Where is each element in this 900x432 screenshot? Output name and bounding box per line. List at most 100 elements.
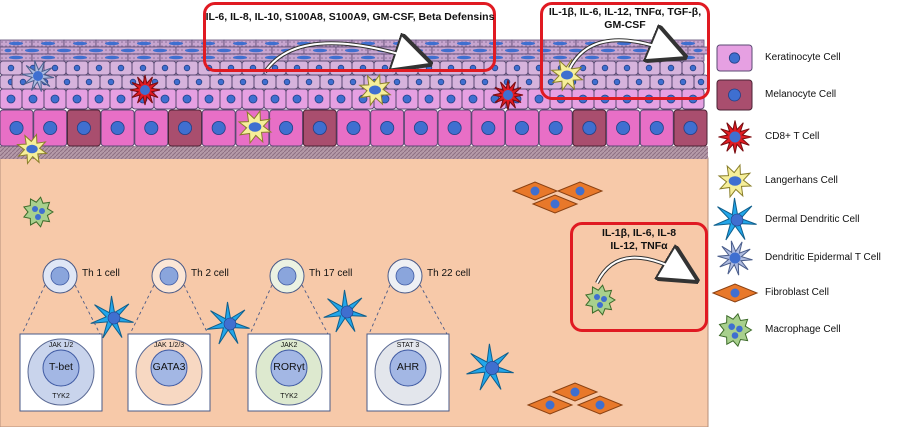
corneocyte: [0, 46, 17, 55]
transcription-factor-label: GATA3: [152, 361, 186, 373]
t-cell-1: [19, 258, 103, 412]
granular-keratinocyte: [473, 74, 497, 90]
basal-keratinocyte: [471, 109, 506, 147]
spinous-keratinocyte: [307, 88, 331, 110]
corneocyte: [63, 39, 97, 48]
legend-label: Keratinocyte Cell: [765, 52, 841, 63]
corneocyte: [47, 46, 81, 55]
dermal-dendritic-cell: [206, 301, 250, 345]
t-cell-2: [127, 258, 211, 412]
cytokine-arrow-langerhans-fill: [569, 39, 681, 69]
spinous-keratinocyte: [21, 88, 45, 110]
granular-keratinocyte: [165, 74, 189, 90]
fibroblast-icon: [711, 283, 759, 303]
callout-epidermis-cytokines: [203, 2, 496, 72]
granular-keratinocyte: [505, 60, 529, 76]
dermal-dendritic-cell-icon: [713, 197, 757, 241]
t-cell-label: Th 17 cell: [309, 268, 353, 279]
legend-label: Macrophage Cell: [765, 324, 841, 335]
spinous-keratinocyte: [0, 88, 23, 110]
corneocyte: [127, 39, 161, 48]
basement-membrane: [0, 146, 708, 159]
langerhans-cell: [358, 73, 392, 107]
cd8-t-cell-icon: [718, 120, 752, 154]
corneocyte: [111, 46, 145, 55]
kinase-label-top: JAK 1/2/3: [153, 342, 185, 349]
corneocyte: [143, 46, 177, 55]
basal-keratinocyte: [201, 109, 236, 147]
granular-keratinocyte: [109, 60, 133, 76]
melanocyte-icon: [716, 79, 753, 111]
granular-keratinocyte: [297, 74, 321, 90]
legend-label: Langerhans Cell: [765, 175, 838, 186]
melanocyte-cell: [673, 109, 708, 147]
legend-label: Dendritic Epidermal T Cell: [765, 252, 881, 263]
basal-keratinocyte: [403, 109, 438, 147]
legend-label: Fibroblast Cell: [765, 287, 829, 298]
granular-keratinocyte: [55, 74, 79, 90]
dermal-cells: [22, 181, 624, 415]
basal-keratinocyte: [606, 109, 641, 147]
t-cell-label: Th 22 cell: [427, 268, 471, 279]
spinous-keratinocyte: [153, 88, 177, 110]
basal-keratinocyte: [437, 109, 472, 147]
dendritic-epidermal-t-cell-icon: [717, 240, 753, 276]
corneocyte: [127, 53, 161, 62]
granular-keratinocyte: [11, 74, 35, 90]
basal-keratinocyte: [100, 109, 135, 147]
corneocyte: [95, 39, 129, 48]
callout-macrophage-text-1: IL-1β, IL-6, IL-8: [601, 227, 677, 239]
fibroblast-cell: [551, 382, 599, 402]
langerhans-cell: [16, 133, 48, 165]
corneocyte: [0, 53, 33, 62]
macrophage-icon: [718, 312, 753, 348]
legend-label: Dermal Dendritic Cell: [765, 214, 860, 225]
basal-keratinocyte: [370, 109, 405, 147]
macrophage-cell: [22, 196, 54, 228]
melanocyte-cell: [66, 109, 101, 147]
t-cell-label: Th 2 cell: [191, 268, 229, 279]
fibroblast-cell: [576, 395, 624, 415]
fibroblast-cell: [556, 181, 604, 201]
granular-keratinocyte: [65, 60, 89, 76]
corneocyte: [95, 53, 129, 62]
spinous-keratinocyte: [43, 88, 67, 110]
cd8-t-cell: [129, 74, 161, 106]
granular-keratinocyte: [43, 60, 67, 76]
corneocyte: [79, 46, 113, 55]
granular-keratinocyte: [87, 60, 111, 76]
spinous-keratinocyte: [439, 88, 463, 110]
legend-label: CD8+ T Cell: [765, 131, 820, 142]
corneocyte: [495, 46, 529, 55]
granular-keratinocyte: [681, 60, 705, 76]
dermal-dendritic-cell: [466, 343, 514, 391]
transcription-factor-label: AHR: [396, 361, 420, 373]
dermis-layer: [0, 157, 709, 428]
kinase-label-top: STAT 3: [396, 342, 420, 349]
granular-keratinocyte: [209, 74, 233, 90]
epidermal-immune-cells: [16, 58, 584, 165]
melanocyte-cell: [302, 109, 337, 147]
spinous-keratinocyte: [65, 88, 89, 110]
corneocyte: [31, 39, 65, 48]
spinous-keratinocyte: [87, 88, 111, 110]
granular-keratinocyte: [429, 74, 453, 90]
transcription-factor-label: RORγt: [273, 361, 305, 373]
corneocyte: [15, 46, 49, 55]
transcription-factor-label: T-bet: [49, 361, 73, 373]
callout-epidermis-text: IL-6, IL-8, IL-10, S100A8, S100A9, GM-CS…: [205, 11, 495, 23]
corneocyte: [0, 39, 33, 48]
callout-macrophage-cytokines: [570, 222, 708, 332]
granular-keratinocyte: [131, 60, 155, 76]
kinase-label-top: JAK2: [280, 342, 298, 349]
granular-keratinocyte: [0, 60, 23, 76]
callout-langerhans-text-1: IL-1β, IL-6, IL-12, TNFα, TGF-β,: [548, 6, 702, 18]
granular-keratinocyte: [77, 74, 101, 90]
granular-keratinocyte: [175, 60, 199, 76]
basal-keratinocyte: [336, 109, 371, 147]
spinous-keratinocyte: [461, 88, 485, 110]
cytokine-arrow-epidermis-fill: [264, 42, 426, 73]
granular-keratinocyte: [517, 74, 541, 90]
corneocyte: [159, 39, 193, 48]
fibroblast-cell: [526, 395, 574, 415]
